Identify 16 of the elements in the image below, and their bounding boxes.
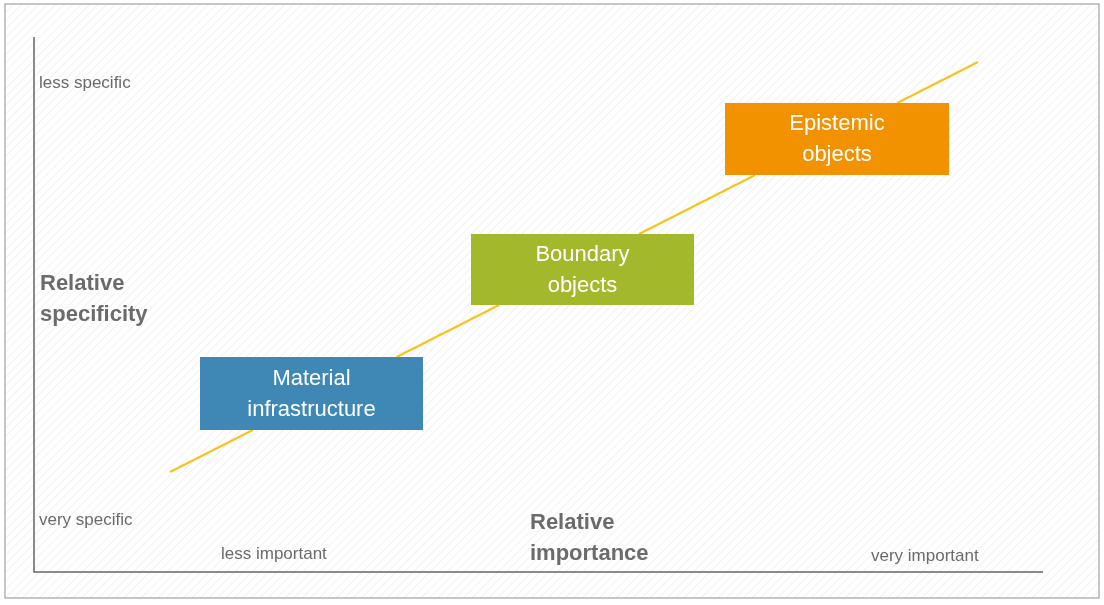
axis-end-label: less specific [39, 72, 131, 94]
category-box [471, 234, 694, 305]
trend-line [169, 429, 254, 473]
axis-title: Relative specificity [40, 269, 149, 328]
trend-line [395, 304, 501, 358]
box-label: Boundary objects [534, 239, 631, 299]
category-box [725, 103, 949, 175]
box-label: Material infrastructure [246, 363, 377, 423]
category-box [200, 357, 423, 430]
axis-end-label: very specific [39, 509, 133, 531]
box-label: Epistemic objects [788, 109, 886, 168]
axis-end-label: very important [871, 545, 979, 567]
axis-end-label: less important [221, 543, 327, 565]
trend-line [896, 61, 979, 104]
trend-line [638, 174, 757, 235]
axis-title: Relative importance [530, 508, 650, 567]
